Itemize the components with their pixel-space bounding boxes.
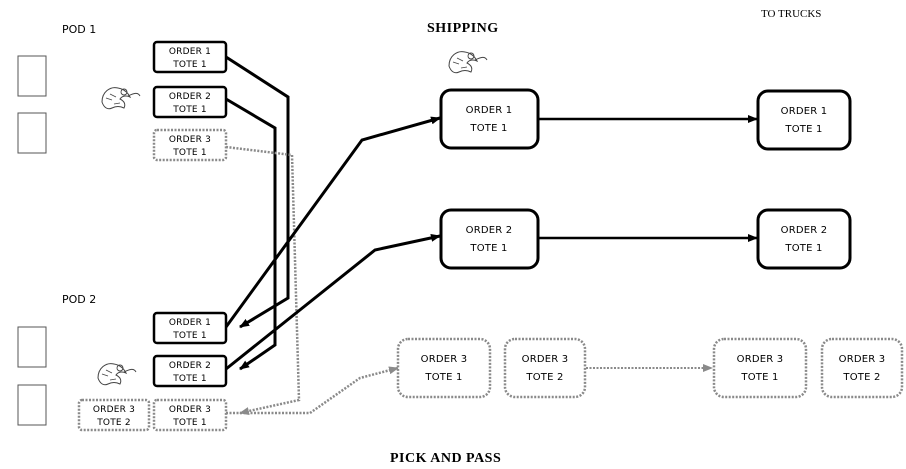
- pod2-label: POD 2: [62, 293, 96, 306]
- flow-line-order3-ship: [226, 368, 398, 413]
- pod1-tote-order1: ORDER 1 TOTE 1: [154, 42, 226, 72]
- tote-number-label: TOTE 1: [172, 331, 207, 341]
- shipping-tote-order3-tote2: ORDER 3 TOTE 2: [505, 339, 585, 397]
- tote-order-label: ORDER 1: [781, 106, 828, 117]
- tote-order-label: ORDER 3: [839, 354, 886, 365]
- shipping-tote-order1: ORDER 1 TOTE 1: [441, 90, 538, 148]
- truck-tote-order1: ORDER 1 TOTE 1: [758, 91, 850, 149]
- tote-number-label: TOTE 1: [784, 243, 822, 254]
- tote-number-label: TOTE 2: [842, 372, 880, 383]
- tote-number-label: TOTE 1: [469, 243, 507, 254]
- tote-number-label: TOTE 1: [740, 372, 778, 383]
- flow-line-order2-pod: [226, 99, 275, 369]
- tote-order-label: ORDER 2: [466, 225, 513, 236]
- pod2-shelf-1: [18, 327, 46, 367]
- pod1-shelf-1: [18, 56, 46, 96]
- tote-number-label: TOTE 1: [784, 124, 822, 135]
- tote-order-label: ORDER 1: [169, 47, 211, 57]
- tote-order-label: ORDER 3: [421, 354, 468, 365]
- tote-order-label: ORDER 3: [169, 405, 211, 415]
- footer-title: PICK AND PASS: [390, 451, 501, 466]
- pod2-tote-order1: ORDER 1 TOTE 1: [154, 313, 226, 343]
- truck-tote-order3-tote2: ORDER 3 TOTE 2: [822, 339, 902, 397]
- pod2-shelf-2: [18, 385, 46, 425]
- tote-number-label: TOTE 1: [172, 374, 207, 384]
- pod2-tote-order3-tote1: ORDER 3 TOTE 1: [154, 400, 226, 430]
- tote-number-label: TOTE 1: [172, 60, 207, 70]
- truck-tote-order2: ORDER 2 TOTE 1: [758, 210, 850, 268]
- picker-icon: [98, 364, 136, 385]
- picker-icon: [102, 88, 140, 109]
- tote-number-label: TOTE 1: [172, 418, 207, 428]
- tote-number-label: TOTE 2: [525, 372, 563, 383]
- shipping-label: SHIPPING: [427, 21, 499, 36]
- tote-number-label: TOTE 1: [172, 105, 207, 115]
- tote-order-label: ORDER 2: [781, 225, 828, 236]
- shipping-tote-order2: ORDER 2 TOTE 1: [441, 210, 538, 268]
- tote-order-label: ORDER 3: [93, 405, 135, 415]
- flow-line-order1-ship: [226, 118, 440, 327]
- tote-order-label: ORDER 3: [522, 354, 569, 365]
- tote-order-label: ORDER 3: [737, 354, 784, 365]
- tote-order-label: ORDER 1: [466, 105, 513, 116]
- tote-order-label: ORDER 1: [169, 318, 211, 328]
- pod1-label: POD 1: [62, 23, 96, 36]
- truck-tote-order3-tote1: ORDER 3 TOTE 1: [714, 339, 806, 397]
- tote-order-label: ORDER 2: [169, 361, 211, 371]
- pod1-shelf-2: [18, 113, 46, 153]
- tote-number-label: TOTE 2: [96, 418, 131, 428]
- to-trucks-label: TO TRUCKS: [761, 8, 821, 20]
- pod2-tote-order2: ORDER 2 TOTE 1: [154, 356, 226, 386]
- tote-number-label: TOTE 1: [469, 123, 507, 134]
- shipping-tote-order3-tote1: ORDER 3 TOTE 1: [398, 339, 490, 397]
- tote-number-label: TOTE 1: [172, 148, 207, 158]
- picker-icon: [449, 52, 487, 73]
- pod1-tote-order3: ORDER 3 TOTE 1: [154, 130, 226, 160]
- tote-order-label: ORDER 2: [169, 92, 211, 102]
- pod1-tote-order2: ORDER 2 TOTE 1: [154, 87, 226, 117]
- tote-order-label: ORDER 3: [169, 135, 211, 145]
- tote-number-label: TOTE 1: [424, 372, 462, 383]
- pod2-tote-order3-tote2: ORDER 3 TOTE 2: [79, 400, 149, 430]
